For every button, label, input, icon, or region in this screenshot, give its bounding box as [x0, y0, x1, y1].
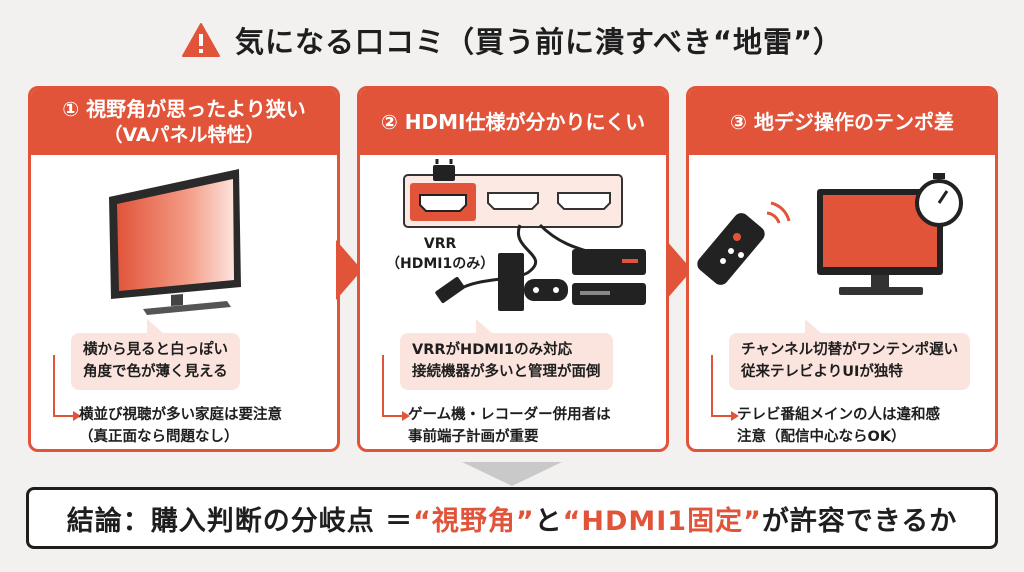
vrr-label: VRR （HDMI1のみ） — [386, 235, 494, 274]
tv-remote-timer-icon — [697, 173, 963, 295]
note-line: 注意（配信中心ならOK） — [737, 429, 906, 446]
warning-icon — [181, 23, 220, 57]
conclusion-prefix: 結論：購入判断の分岐点 ＝ — [66, 505, 414, 537]
note-line: （真正面なら問題なし） — [79, 429, 239, 446]
conclusion-term-viewing-angle: “視野角” — [413, 505, 535, 537]
note-line: 横並び視聴が多い家庭は要注意 — [79, 407, 282, 423]
card-header: ① 視野角が思ったより狭い （VAパネル特性） — [31, 89, 337, 155]
card-title: ③ 地デジ操作のテンポ差 — [730, 109, 954, 134]
card-title: ① 視野角が思ったより狭い — [62, 96, 306, 121]
chevron-right-icon — [666, 240, 692, 300]
card-viewing-angle: ① 視野角が思ったより狭い （VAパネル特性） 横から見ると白っぽい 角度で色が… — [28, 86, 340, 452]
card-header: ③ 地デジ操作のテンポ差 — [689, 89, 995, 155]
speech-bubble: 横から見ると白っぽい 角度で色が薄く見える — [71, 319, 240, 390]
vrr-label-line: VRR — [423, 236, 457, 252]
card-note: 横並び視聴が多い家庭は要注意 （真正面なら問題なし） — [79, 404, 282, 449]
conclusion-suffix: が許容できるか — [761, 505, 958, 537]
page-header: 気になる口コミ（買う前に潰すべき“地雷”） — [0, 14, 1024, 66]
conclusion-box: 結論：購入判断の分岐点 ＝ “視野角” と “HDMI1固定” が許容できるか — [26, 487, 998, 549]
connector-arrow — [53, 355, 81, 421]
tv-angle-icon — [109, 169, 241, 315]
card-hdmi: ② HDMI仕様が分かりにくい VRR （HDMI1のみ） VRRがHDMI1の… — [357, 86, 669, 452]
bubble-line: VRRがHDMI1のみ対応 — [412, 342, 573, 358]
card-title: ② HDMI仕様が分かりにくい — [380, 109, 646, 134]
speech-bubble: チャンネル切替がワンテンポ遅い 従来テレビよりUIが独特 — [729, 319, 971, 390]
down-arrow-icon — [462, 462, 562, 486]
note-line: 事前端子計画が重要 — [408, 429, 539, 446]
chevron-right-icon — [336, 240, 362, 300]
note-line: テレビ番組メインの人は違和感 — [737, 407, 940, 423]
bubble-line: チャンネル切替がワンテンポ遅い — [741, 342, 959, 358]
hdmi-ports-icon — [403, 159, 646, 311]
vrr-label-line: （HDMI1のみ） — [386, 255, 495, 272]
card-terrestrial-ui: ③ 地デジ操作のテンポ差 チャンネル切替がワンテンポ遅い 従来テレビよりUIが独… — [686, 86, 998, 452]
bubble-line: 角度で色が薄く見える — [83, 364, 228, 381]
speech-bubble: VRRがHDMI1のみ対応 接続機器が多いと管理が面倒 — [400, 319, 613, 390]
card-subtitle: （VAパネル特性） — [103, 123, 265, 146]
connector-arrow — [382, 355, 410, 421]
card-note: テレビ番組メインの人は違和感 注意（配信中心ならOK） — [737, 404, 940, 449]
card-header: ② HDMI仕様が分かりにくい — [360, 89, 666, 155]
bubble-line: 接続機器が多いと管理が面倒 — [412, 364, 601, 381]
bubble-line: 従来テレビよりUIが独特 — [741, 364, 903, 381]
page-title: 気になる口コミ（買う前に潰すべき“地雷”） — [234, 25, 844, 59]
conclusion-term-hdmi1: “HDMI1固定” — [562, 505, 762, 537]
conclusion-mid: と — [534, 505, 563, 537]
note-line: ゲーム機・レコーダー併用者は — [408, 407, 611, 423]
card-note: ゲーム機・レコーダー併用者は 事前端子計画が重要 — [408, 404, 611, 449]
connector-arrow — [711, 355, 739, 421]
bubble-line: 横から見ると白っぽい — [83, 342, 228, 358]
